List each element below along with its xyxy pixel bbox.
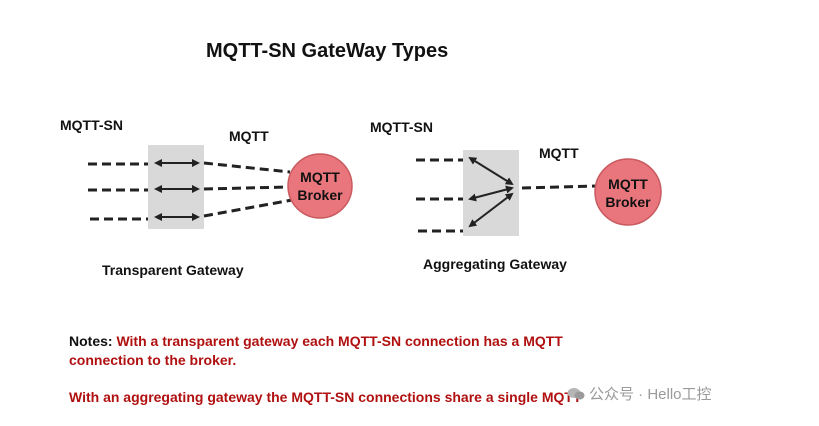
- aggregating-gateway: [416, 150, 662, 236]
- diagram-title: MQTT-SN GateWay Types: [206, 40, 449, 62]
- mqtt-broker-node: [287, 153, 353, 219]
- converging-arrow-3: [468, 192, 514, 228]
- converging-arrow-1: [468, 156, 514, 186]
- aggregating-mqtt-label: MQTT: [539, 145, 579, 161]
- notes-line-3: With an aggregating gateway the MQTT-SN …: [69, 389, 582, 405]
- watermark-text: 公众号 · Hello工控: [589, 386, 712, 403]
- broker-label-line1: MQTT: [608, 176, 648, 192]
- transparent-broker-label: MQTT Broker: [288, 168, 352, 204]
- mqtt-connection-1: [203, 161, 291, 174]
- mqtt-connection-3: [203, 198, 293, 218]
- watermark: 公众号 · Hello工控: [567, 383, 712, 404]
- broker-label-line2: Broker: [605, 194, 651, 210]
- broker-label-line1: MQTT: [300, 169, 340, 185]
- transparent-gateway: [88, 145, 353, 229]
- notes-prefix: Notes:: [69, 333, 113, 349]
- mqtt-broker-node: [594, 158, 662, 226]
- mqtt-connection: [521, 184, 597, 190]
- aggregating-broker-label: MQTT Broker: [595, 175, 661, 211]
- wechat-icon: [567, 387, 585, 401]
- aggregating-mqttsn-label: MQTT-SN: [370, 119, 433, 135]
- transparent-mqttsn-label: MQTT-SN: [60, 117, 123, 133]
- notes-text-1: With a transparent gateway each MQTT-SN …: [116, 333, 563, 349]
- broker-label-line2: Broker: [297, 187, 343, 203]
- notes-line-2: connection to the broker.: [69, 352, 237, 368]
- transparent-mqtt-label: MQTT: [229, 128, 269, 144]
- mqtt-connection-2: [203, 185, 289, 191]
- notes-line-1: Notes: With a transparent gateway each M…: [69, 333, 563, 349]
- aggregating-gateway-caption: Aggregating Gateway: [423, 256, 567, 272]
- transparent-gateway-caption: Transparent Gateway: [102, 262, 244, 278]
